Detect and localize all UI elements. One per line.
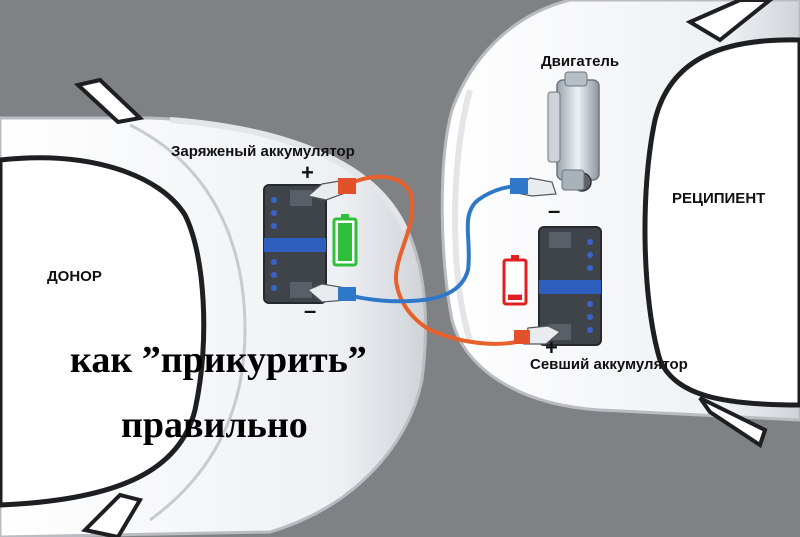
recipient-mirror-bottom	[698, 396, 768, 449]
recipient-windshield	[642, 37, 800, 408]
donor-minus-sign: –	[304, 298, 317, 323]
title-line-2: правильно	[121, 404, 308, 446]
recipient-front-edge	[452, 89, 473, 341]
donor-negative-clamp	[306, 283, 356, 303]
donor-mirror-bottom	[80, 492, 144, 537]
dead-battery-plus-sign: +	[545, 335, 558, 360]
engine-block	[547, 71, 600, 192]
donor-plus-sign: +	[301, 160, 314, 185]
recipient-car	[440, 0, 800, 449]
engine-minus-sign: –	[548, 198, 561, 223]
donor-windshield	[0, 155, 207, 508]
donor-front-edge	[169, 117, 408, 232]
recipient-positive-clamp	[514, 325, 562, 345]
recipient-label: РЕЦИПИЕНТ	[672, 190, 766, 207]
donor-label: ДОНОР	[47, 268, 102, 285]
dead-battery-label: Севший аккумулятор	[530, 356, 688, 373]
negative-cable	[343, 184, 524, 304]
positive-cable	[343, 174, 532, 346]
title-line-1: как ”прикурить”	[70, 339, 367, 381]
engine-negative-clamp	[510, 177, 557, 197]
donor-hood-line	[129, 123, 247, 522]
engine-label: Двигатель	[541, 53, 620, 70]
recipient-mirror-top	[685, 0, 774, 43]
donor-battery	[263, 184, 327, 304]
donor-charge-indicator	[332, 214, 358, 267]
donor-charge-fill	[338, 223, 352, 261]
recipient-battery	[538, 226, 602, 346]
recipient-charge-indicator	[502, 255, 528, 306]
donor-mirror-top	[73, 77, 145, 125]
recipient-charge-fill	[508, 294, 522, 300]
charged-battery-label: Заряженый аккумулятор	[171, 143, 355, 160]
donor-positive-clamp	[306, 178, 356, 201]
